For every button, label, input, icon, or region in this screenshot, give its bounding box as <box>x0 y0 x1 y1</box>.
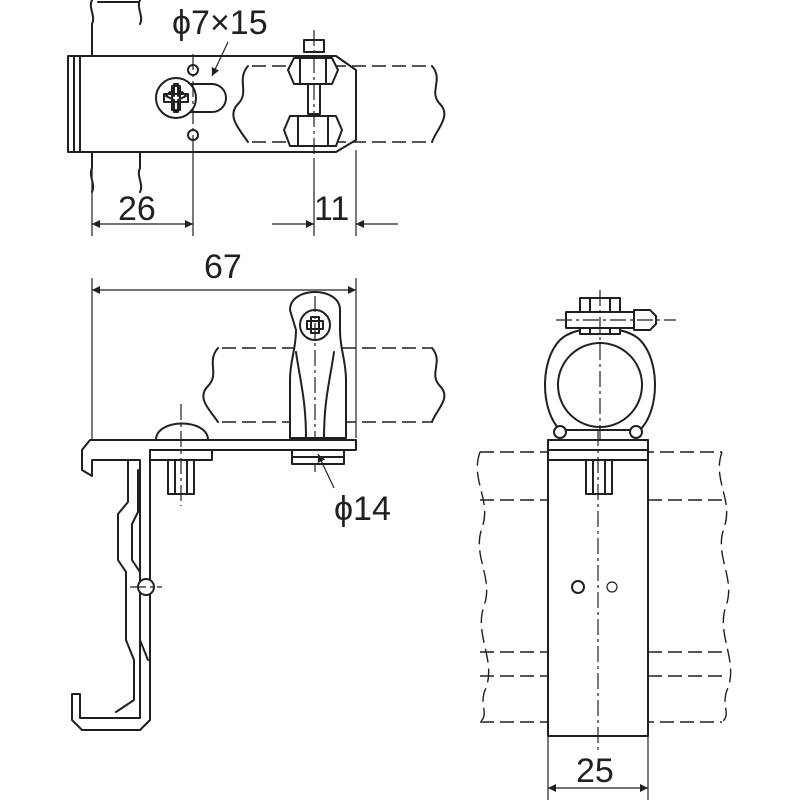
ring-clamp-side <box>544 290 676 440</box>
front-view: 67 <box>71 248 446 731</box>
offset-dimension-label: 26 <box>118 190 156 228</box>
top-view: ϕ7×15 26 11 <box>67 0 446 236</box>
pipe-diameter-label: ϕ14 <box>334 490 391 528</box>
slot-hole <box>155 54 227 150</box>
slot-dimension-label: ϕ7×15 <box>172 4 268 42</box>
bracket-profile <box>71 404 357 731</box>
side-view: 25 <box>476 290 732 800</box>
wall-break-right <box>137 0 143 193</box>
pipe-phantom-top <box>252 65 432 143</box>
total-width-dimension-label: 67 <box>204 248 242 286</box>
bracket-body-side <box>547 430 649 750</box>
depth-dimension-label: 25 <box>576 752 614 790</box>
clamp-bolt-top <box>283 30 343 160</box>
clamp-band-front <box>289 291 347 472</box>
edge-dimension-label: 11 <box>314 190 349 228</box>
